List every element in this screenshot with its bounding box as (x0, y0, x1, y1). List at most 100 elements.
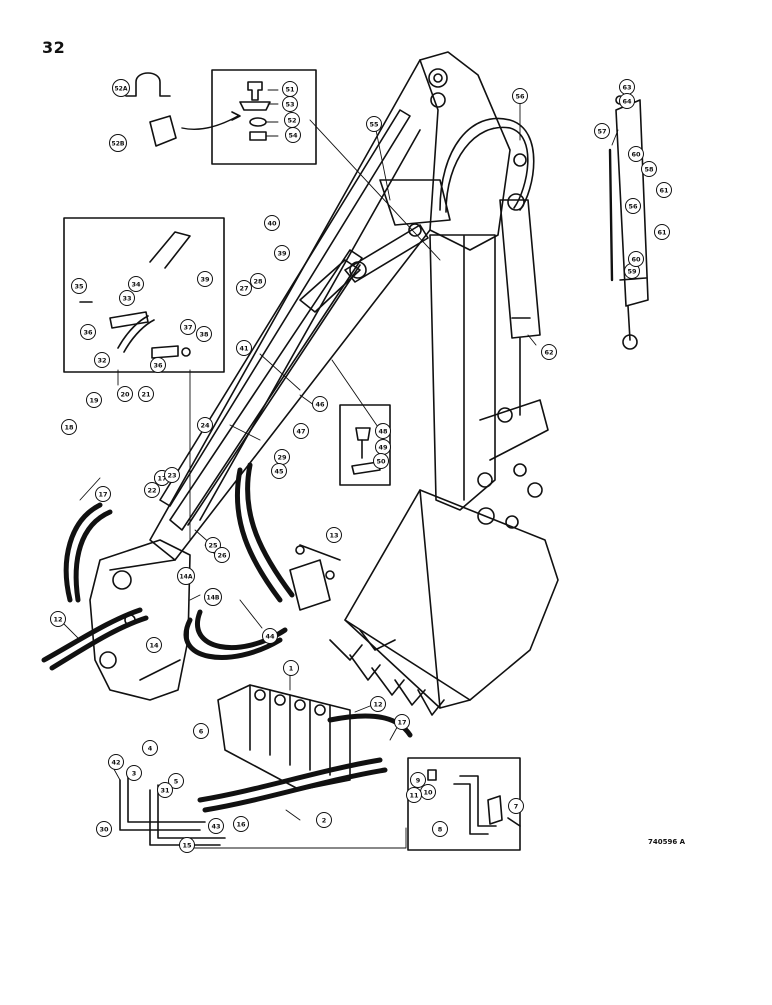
callout-47: 47 (293, 423, 309, 439)
hose-bundle (41, 462, 413, 813)
callout-22: 22 (144, 482, 160, 498)
inset-box-cylinder-fittings (63, 217, 225, 373)
callout-37: 37 (180, 319, 196, 335)
callout-circle (86, 392, 102, 408)
inset-box-tube-bracket (407, 757, 521, 851)
inset-box-bolt-clamp (211, 69, 317, 165)
callout-label: 61 (657, 228, 667, 236)
callout-label: 23 (167, 471, 176, 479)
callout-label: 13 (329, 531, 338, 539)
callout-52b: 52B (109, 134, 127, 152)
callout-label: 21 (141, 390, 151, 398)
callout-circle (150, 357, 166, 373)
callout-2: 2 (316, 812, 332, 828)
callout-28: 28 (250, 273, 266, 289)
callout-label: 12 (373, 700, 382, 708)
bolt-clamp-parts (125, 72, 271, 147)
callout-31: 31 (157, 782, 173, 798)
callout-circle (628, 146, 644, 162)
callout-45: 45 (271, 463, 287, 479)
callout-label: 24 (200, 421, 210, 429)
callout-label: 17 (157, 474, 166, 482)
callout-label: 35 (74, 282, 84, 290)
grease-fitting-parts (351, 427, 381, 475)
callout-label: 18 (64, 423, 74, 431)
callout-circle (94, 352, 110, 368)
callout-label: 37 (183, 323, 192, 331)
page-number: 32 (42, 38, 66, 57)
callout-label: 33 (122, 294, 131, 302)
callout-39b: 39 (274, 245, 290, 261)
callout-label: 3 (132, 769, 137, 777)
callout-15: 15 (179, 837, 195, 853)
callout-circle (138, 386, 154, 402)
callout-24: 24 (197, 417, 213, 433)
callout-label: 1 (289, 664, 294, 672)
callout-label: 58 (644, 165, 654, 173)
callout-label: 36 (83, 328, 93, 336)
callout-circle (80, 324, 96, 340)
callout-label: 61 (659, 186, 669, 194)
callout-41: 41 (236, 340, 252, 356)
callout-53: 53 (282, 96, 298, 112)
callout-label: 7 (514, 802, 519, 810)
callout-circle (512, 88, 528, 104)
callout-label: 60 (631, 255, 641, 263)
callout-11: 11 (406, 787, 422, 803)
callout-circle (326, 527, 342, 543)
callout-20: 20 (117, 386, 133, 402)
callout-10: 10 (420, 784, 436, 800)
callout-50: 50 (373, 453, 389, 469)
callout-51: 51 (282, 81, 298, 97)
callout-label: 52B (112, 140, 125, 147)
callout-5: 5 (168, 773, 184, 789)
callout-circle (204, 588, 222, 606)
callout-label: 16 (236, 820, 246, 828)
callout-23: 23 (164, 467, 180, 483)
callout-label: 14 (149, 641, 159, 649)
callout-label: 32 (97, 356, 106, 364)
callout-label: 51 (285, 85, 295, 93)
hose-loop-top (439, 117, 535, 211)
callout-35: 35 (71, 278, 87, 294)
callout-circle (233, 816, 249, 832)
callout-12b: 12 (370, 696, 386, 712)
callout-label: 6 (199, 727, 204, 735)
callout-label: 64 (622, 97, 632, 105)
callout-label: 12 (53, 615, 62, 623)
callout-label: 38 (199, 330, 209, 338)
callout-34: 34 (128, 276, 144, 292)
callout-39: 39 (197, 271, 213, 287)
callout-label: 46 (315, 400, 325, 408)
callout-circle (316, 812, 332, 828)
callout-circle (177, 567, 195, 585)
callout-1: 1 (283, 660, 299, 676)
callout-label: 30 (99, 825, 109, 833)
callout-circle (625, 198, 641, 214)
callout-58: 58 (641, 161, 657, 177)
callout-circle (197, 417, 213, 433)
callout-circle (236, 280, 252, 296)
callout-circle (205, 537, 221, 553)
callout-label: 47 (296, 427, 305, 435)
callout-circle (283, 660, 299, 676)
callout-label: 34 (131, 280, 141, 288)
callout-circle (193, 723, 209, 739)
control-valve (217, 684, 351, 791)
callout-27: 27 (236, 280, 252, 296)
callout-55: 55 (366, 116, 382, 132)
callout-7: 7 (508, 798, 524, 814)
callout-circle (508, 798, 524, 814)
callout-29: 29 (274, 449, 290, 465)
callout-circle (128, 276, 144, 292)
callout-46: 46 (312, 396, 328, 412)
callout-circle (410, 772, 426, 788)
callout-circle (71, 278, 87, 294)
callout-label: 19 (89, 396, 99, 404)
callout-56: 56 (512, 88, 528, 104)
callout-36: 36 (80, 324, 96, 340)
callout-circle (373, 453, 389, 469)
callout-circle (594, 123, 610, 139)
callout-63: 63 (619, 79, 635, 95)
callout-49: 49 (375, 439, 391, 455)
